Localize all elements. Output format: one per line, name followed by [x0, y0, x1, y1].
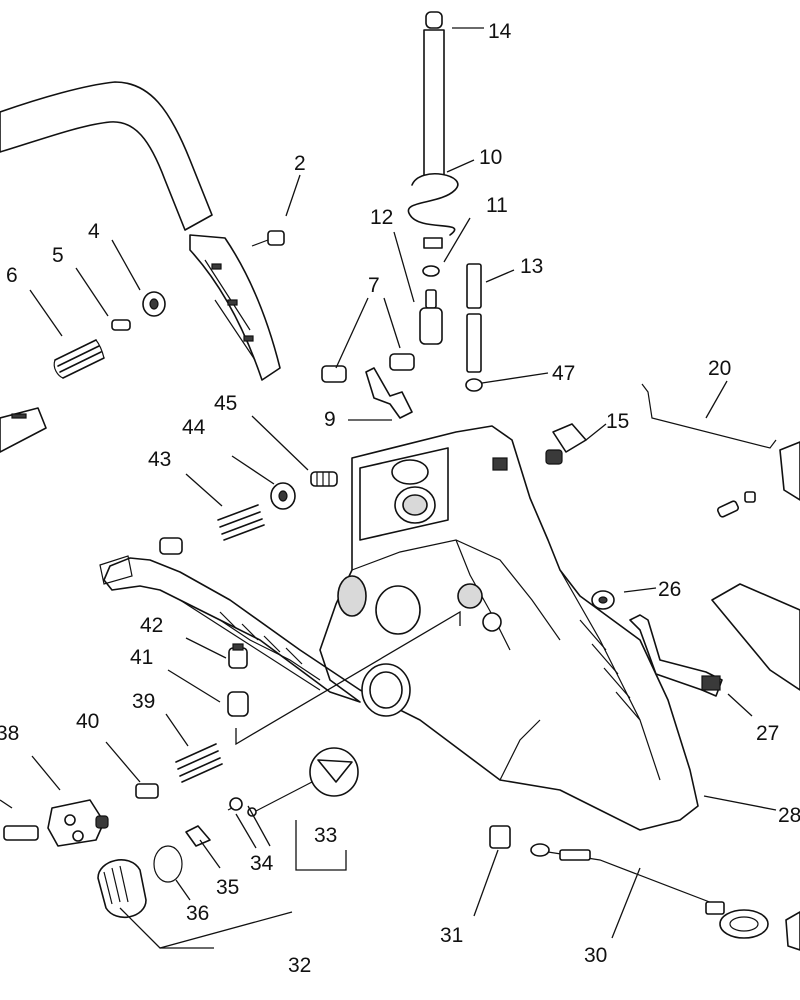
- callout-43: 43: [148, 448, 171, 471]
- callout-47: 47: [552, 362, 575, 385]
- screw-5: [111, 319, 131, 331]
- callout-38: 38: [0, 722, 19, 745]
- callout-28: 28: [778, 804, 800, 827]
- screw-2: [251, 230, 285, 247]
- callout-30: 30: [584, 944, 607, 967]
- rod-20: [641, 383, 777, 449]
- leader-lines: [0, 27, 777, 949]
- clip-34: [185, 825, 211, 847]
- callout-41: 41: [130, 646, 153, 669]
- callout-40: 40: [76, 710, 99, 733]
- callout-13: 13: [520, 255, 543, 278]
- callout-15: 15: [606, 410, 629, 433]
- screws-7: [321, 353, 415, 383]
- callout-27: 27: [756, 722, 779, 745]
- grommet-31: [489, 825, 511, 849]
- callout-14: 14: [488, 20, 512, 43]
- callout-4: 4: [88, 220, 100, 243]
- bushing-44: [270, 482, 296, 510]
- callout-31: 31: [440, 924, 463, 947]
- bushing-4: [142, 291, 166, 317]
- callout-labels: 14 10 2 11 12 13 4 5 6 7 47 20 9 45 15 4…: [0, 20, 800, 977]
- lever-27: [629, 614, 723, 697]
- callout-33: 33: [314, 824, 337, 847]
- callout-12: 12: [370, 206, 393, 229]
- cap-36: [97, 859, 147, 918]
- bracket-9: [365, 367, 413, 419]
- o-ring-35: [153, 845, 183, 883]
- screw-33: [227, 797, 243, 811]
- callout-39: 39: [132, 690, 155, 713]
- ring-47: [465, 378, 483, 392]
- callout-34: 34: [250, 852, 274, 875]
- callout-32: 32: [288, 954, 311, 977]
- callout-45: 45: [214, 392, 237, 415]
- callout-26: 26: [658, 578, 681, 601]
- valve-15: [545, 423, 587, 465]
- pins-13: [466, 263, 482, 373]
- callout-6: 6: [6, 264, 18, 287]
- side-cover-fragment: [0, 407, 47, 453]
- callout-35: 35: [216, 876, 239, 899]
- spring-39: [175, 743, 223, 783]
- screw-45: [310, 471, 338, 487]
- seal-11: [422, 265, 440, 277]
- spring-6: [53, 339, 105, 379]
- callout-5: 5: [52, 244, 64, 267]
- callout-44: 44: [182, 416, 206, 439]
- fitting-12: [419, 289, 443, 345]
- main-housing: [99, 425, 699, 831]
- pin-42: [228, 643, 248, 669]
- plate-38: [47, 799, 109, 847]
- screw-38b: [3, 825, 39, 841]
- pin-26a: [717, 491, 756, 518]
- screw-40: [135, 783, 159, 799]
- front-handle-bar: [0, 81, 281, 381]
- plug-41: [227, 691, 249, 717]
- tube-assembly-10: [407, 11, 459, 249]
- spring-43: [217, 504, 265, 541]
- cover-right-fragment: [711, 441, 800, 691]
- callout-9: 9: [324, 408, 336, 431]
- pull-handle-33: [247, 747, 359, 817]
- callout-36: 36: [186, 902, 209, 925]
- cable-30: [530, 843, 769, 939]
- callout-7: 7: [368, 274, 380, 297]
- callout-42: 42: [140, 614, 163, 637]
- callout-2: 2: [294, 152, 306, 175]
- callout-20: 20: [708, 357, 731, 380]
- part-fragment-right-bottom: [785, 911, 800, 951]
- callout-11: 11: [486, 194, 508, 217]
- seal-26: [591, 590, 615, 610]
- callout-10: 10: [479, 146, 502, 169]
